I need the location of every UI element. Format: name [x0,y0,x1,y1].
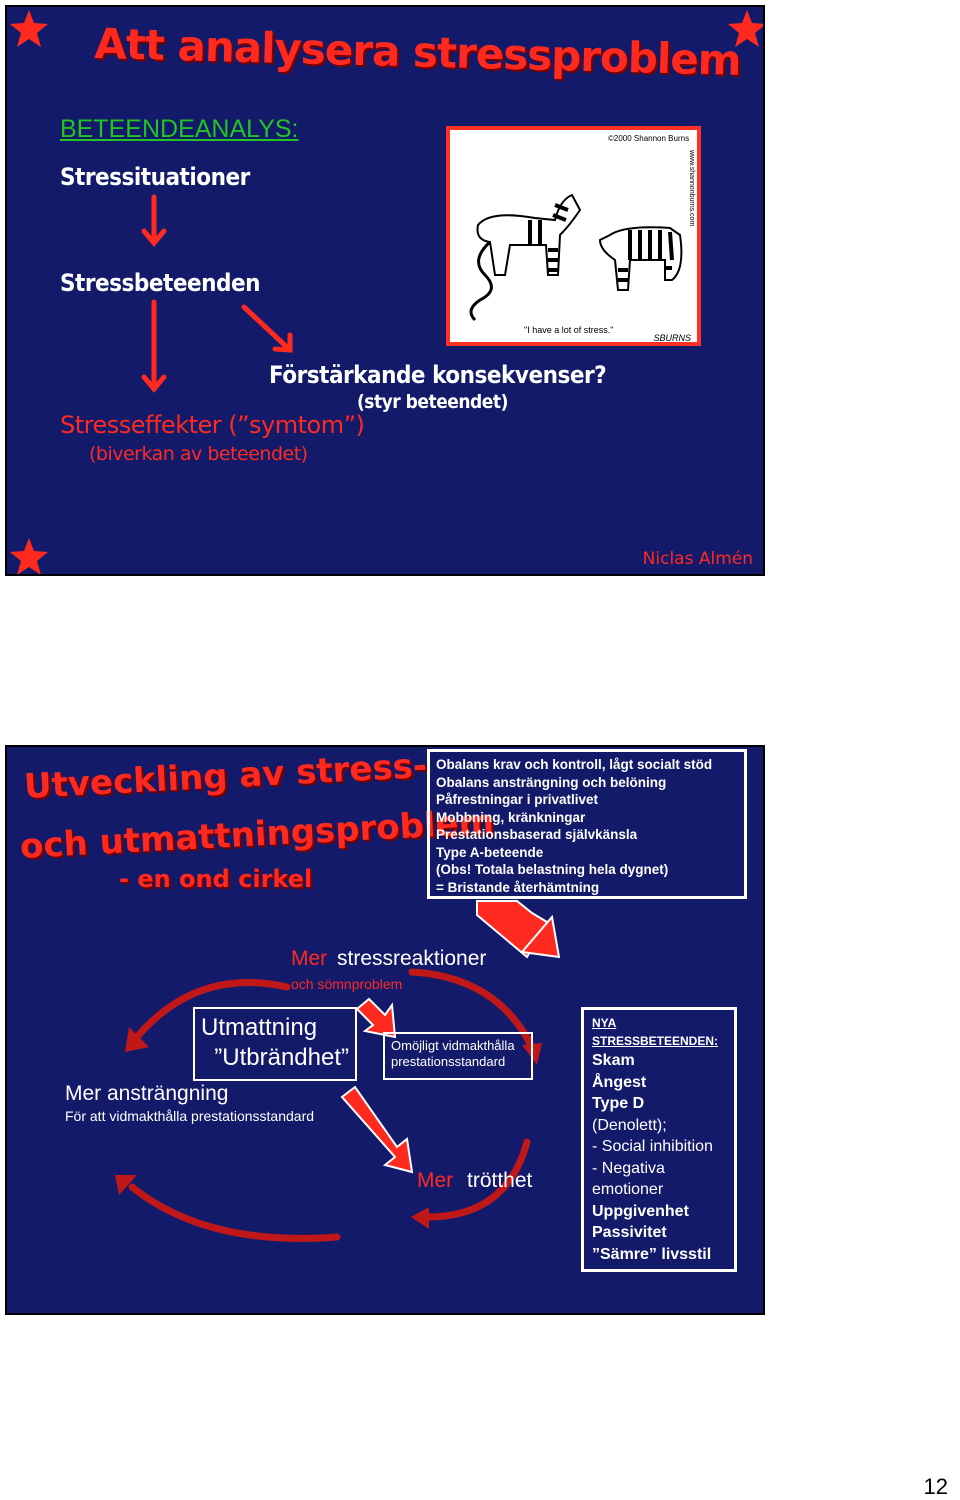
info-line: = Bristande återhämtning [436,879,600,895]
zebra-illustration [469,193,683,322]
new-heading-1: NYA [592,1016,617,1030]
cartoon-copyright: ©2000 Shannon Burns [608,134,690,143]
stressituationer-label: Stressituationer [60,163,250,191]
new-item-angest: Ångest [592,1073,647,1091]
info-line: Påfrestningar i privatlivet [436,792,599,807]
star-icon [10,10,48,47]
star-icon [728,10,763,47]
info-line: Obalans krav och kontroll, lågt socialt … [436,757,713,772]
new-item-denolett: (Denolett); [592,1116,667,1134]
omojligt-label: Omöjligt vidmakthålla prestationsstandar… [391,1038,515,1069]
utbrandhet-label: ”Utbrändhet” [214,1044,349,1071]
cartoon-caption: "I have a lot of stress." [524,325,614,335]
info-line: (Obs! Totala belastning hela dygnet) [436,862,669,877]
new-item-samre: ”Sämre” livsstil [592,1245,712,1263]
info-line: Type A-beteende [436,844,544,860]
cartoon-site: www.shannonburns.com [688,150,695,227]
author-name: Niclas Almén [642,549,753,569]
styr-label: (styr beteendet) [357,391,508,413]
stresseffekter-label: Stresseffekter (”symtom”) [60,411,365,439]
slide-stress-analysis: Att analysera stressproblem BETEENDEANAL… [5,5,765,576]
new-item-typed: Type D [592,1095,645,1112]
somnproblem-label: och sömnproblem [291,976,403,992]
section-label: BETEENDEANALYS: [60,115,299,143]
stressreaktioner-label: stressreaktioner [337,947,487,970]
slide-stress-cycle: Utveckling av stress- och utmattningspro… [5,745,765,1315]
stress-factors-box: Obalans krav och kontroll, lågt socialt … [427,749,747,899]
info-line: Prestationsbaserad självkänsla [436,827,638,842]
new-item-emotioner: emotioner [592,1181,664,1198]
zebra-cartoon: ©2000 Shannon Burns www.shannonburns.com… [446,126,701,346]
new-item-skam: Skam [592,1052,635,1069]
new-item-social: - Social inhibition [592,1138,713,1155]
flow-arrows [141,194,293,393]
new-stress-behaviours-box: NYA STRESSBETEENDEN: Skam Ångest Type D … [581,1007,737,1272]
mer-label: Mer [291,947,328,970]
info-line: Mobbning, kränkningar [436,809,586,825]
utmattning-label: Utmattning [201,1014,318,1041]
trotthet-label: trötthet [467,1169,533,1192]
star-icon [10,538,48,574]
new-item-passivitet: Passivitet [592,1224,667,1241]
omojligt-box: Omöjligt vidmakthålla prestationsstandar… [383,1032,533,1080]
cartoon-signature: SBURNS [653,333,691,343]
info-line: Obalans ansträngning och belöning [436,774,667,790]
slide-title-line3: - en ond cirkel [119,865,313,893]
new-heading-2: STRESSBETEENDEN: [592,1034,719,1048]
new-item-uppgivenhet: Uppgivenhet [592,1202,689,1220]
anstrangning-sub: För att vidmakthålla prestationsstandard [65,1108,315,1124]
new-item-negativa: - Negativa [592,1159,665,1177]
utmattning-box: Utmattning ”Utbrändhet” [193,1007,357,1081]
stressbeteenden-label: Stressbeteenden [60,269,260,297]
mer-trotthet-prefix: Mer [417,1169,454,1192]
anstrangning-label: Mer ansträngning [65,1082,229,1105]
cycle-arrows [115,900,561,1242]
biverkan-label: (biverkan av beteendet) [89,443,308,465]
page-number: 12 [923,1474,948,1499]
forstarkande-label: Förstärkande konsekvenser? [269,361,607,389]
